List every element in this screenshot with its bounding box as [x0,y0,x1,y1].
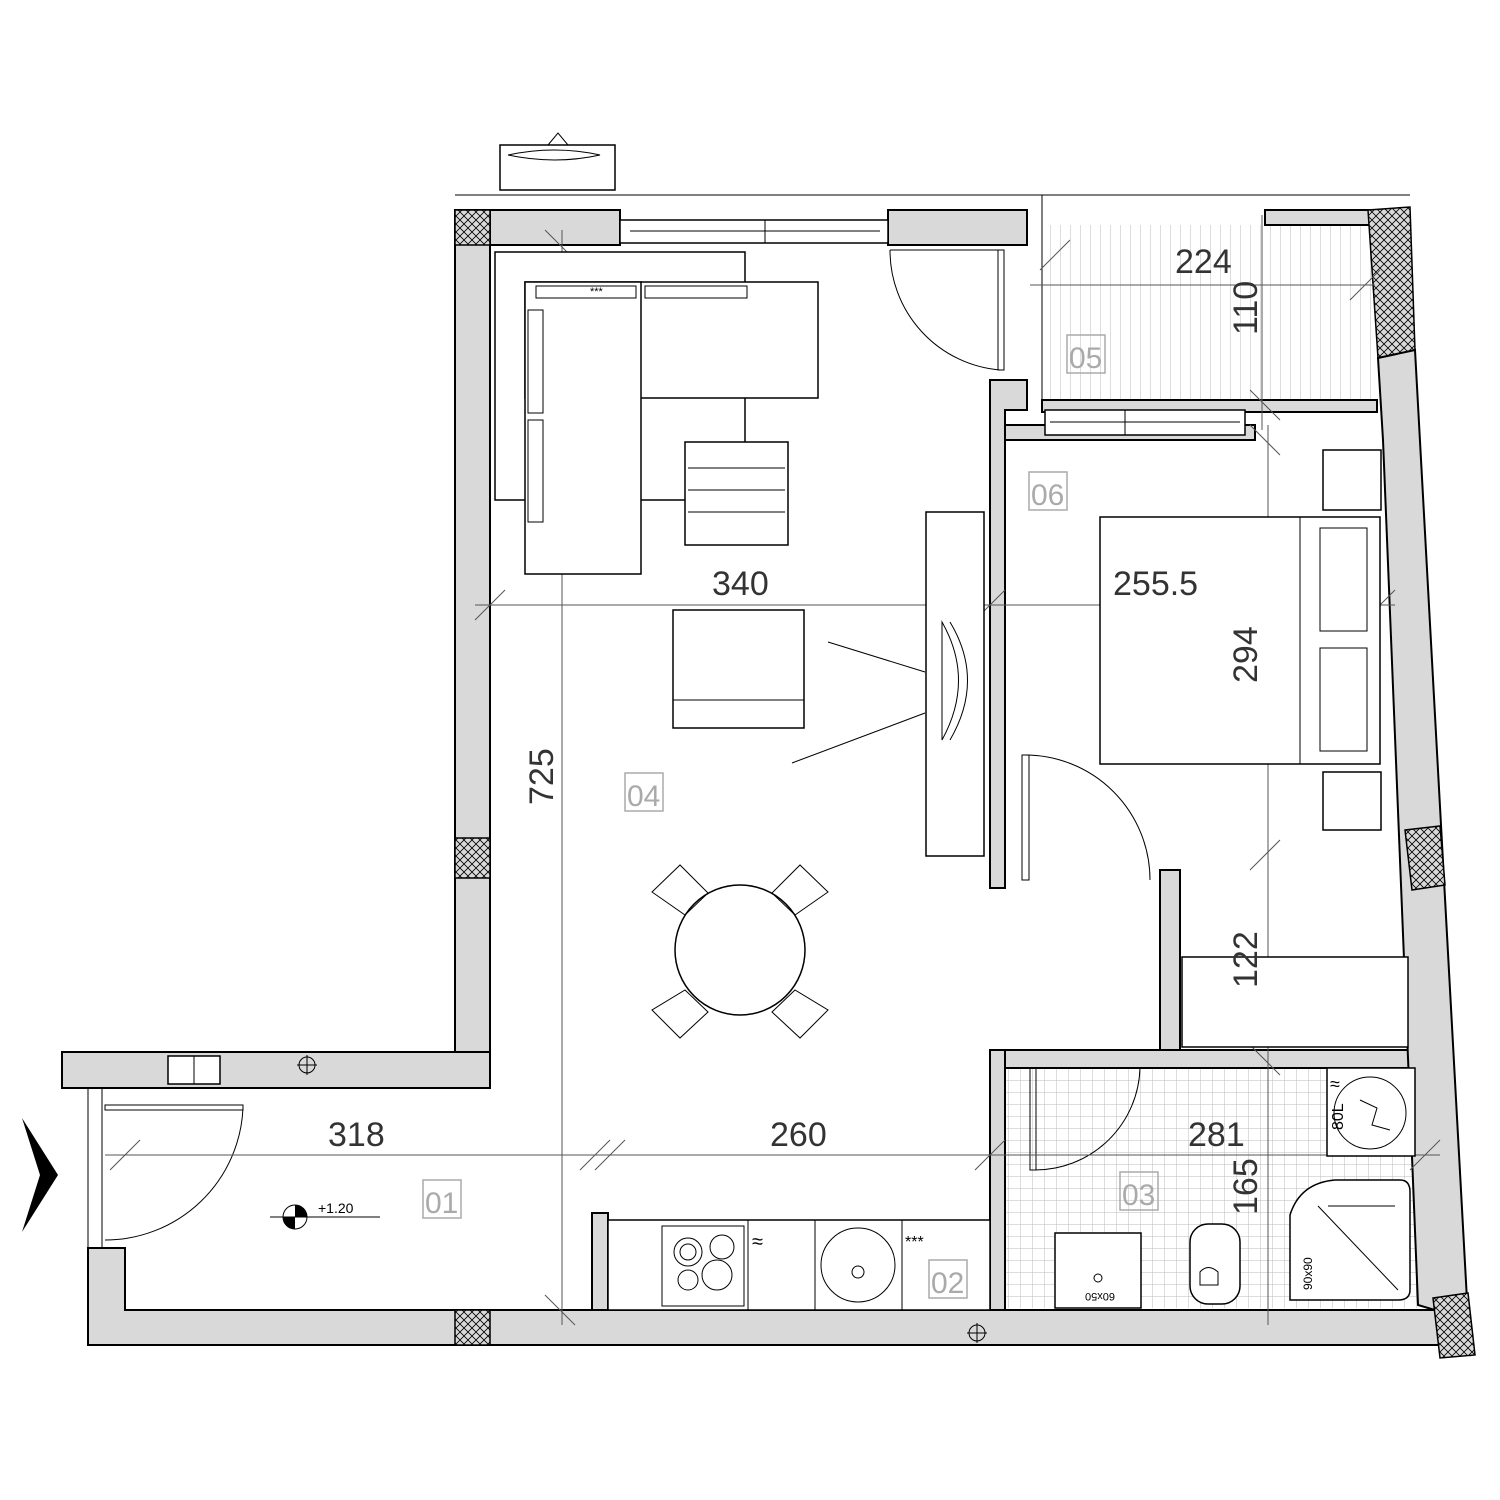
shower-label: 90x90 [1301,1257,1315,1290]
washbasin-label: 60x50 [1085,1290,1115,1302]
bathroom-fixtures: 80L ≈ 90x90 60x50 [1054,1067,1416,1309]
armchair [672,609,805,729]
living-furniture [494,251,985,1039]
bed [1099,516,1381,765]
desk-mark: *** [590,286,604,298]
room-label-05: 05 [1069,342,1102,375]
level-mark-text: +1.20 [318,1200,354,1216]
columns [454,209,1476,1359]
kitchen-counter: ≈ *** [607,1219,991,1311]
boiler-label: 80L [1330,1103,1347,1130]
doors [104,249,1151,1241]
level-mark: +1.20 [270,1200,380,1230]
entrance-arrow-icon [22,1118,58,1232]
sink-icon [820,1227,896,1303]
wardrobe [1181,956,1409,1048]
bedroom-furniture [1099,449,1409,1048]
coffee-table [684,441,789,546]
dim-closet-depth: 122 [1227,931,1265,988]
room-label-02: 02 [931,1267,964,1300]
dim-balcony-depth: 110 [1227,281,1265,335]
room-label-03: 03 [1122,1179,1155,1212]
dim-kitchen-width: 260 [770,1116,827,1154]
boiler [1326,1067,1416,1157]
washbasin [1054,1232,1142,1309]
toilet [1189,1223,1241,1305]
dining-table [674,884,806,1016]
sofa [524,281,642,575]
kitchen-mark: *** [905,1234,924,1251]
walls [61,209,1472,1357]
cooktop-icon [661,1225,745,1307]
dim-living-length: 725 [523,748,561,805]
windows [619,219,1246,436]
dim-balcony-width: 224 [1175,243,1232,281]
fridge-symbol: ≈ [752,1231,763,1253]
dim-bath-width: 281 [1188,1116,1245,1154]
tv-unit [925,511,985,857]
balcony [455,194,1416,413]
room-label-04: 04 [627,780,660,813]
dim-living-width: 340 [712,565,769,603]
heater-symbol: ≈ [1330,1074,1340,1094]
dim-bedroom-length: 294 [1227,626,1265,683]
room-labels: 01 02 03 04 05 06 [422,334,1159,1300]
dim-hall-width: 318 [328,1116,385,1154]
room-label-01: 01 [425,1187,458,1220]
dim-bedroom-width: 255.5 [1113,565,1198,603]
dimension-labels: 224 110 340 725 255.5 294 122 318 260 28… [328,243,1265,1215]
outlet-icons [167,1055,987,1343]
exterior-ac-unit [499,132,616,191]
room-label-06: 06 [1031,479,1064,512]
dim-bath-depth: 165 [1227,1158,1265,1215]
